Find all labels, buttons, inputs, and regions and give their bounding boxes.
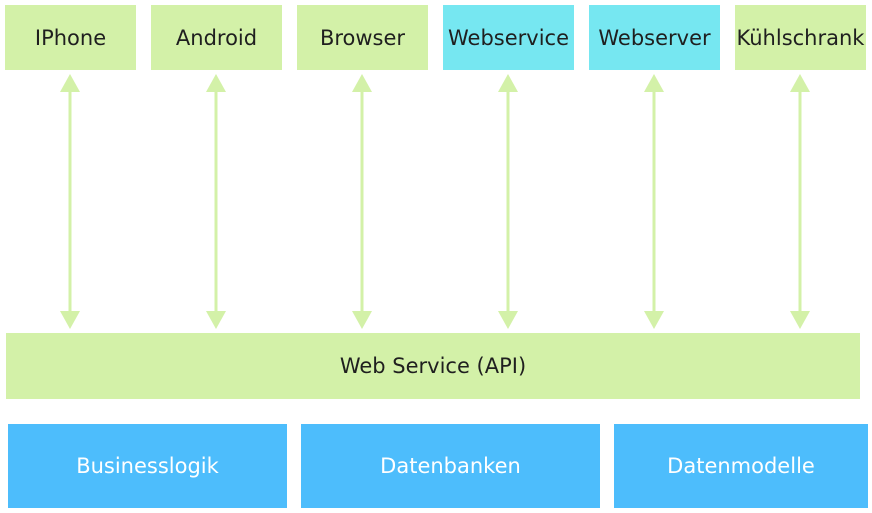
client-box-webserver: Webserver: [589, 5, 720, 70]
client-box-webservice: Webservice: [443, 5, 574, 70]
arrow-webserver: [644, 74, 664, 329]
client-box-kuehlschrank: Kühlschrank: [735, 5, 866, 70]
arrow-iphone: [60, 74, 80, 329]
client-box-browser: Browser: [297, 5, 428, 70]
arrow-kuehlschrank: [790, 74, 810, 329]
backend-box-datenmodelle: Datenmodelle: [614, 424, 868, 508]
arrow-webservice: [498, 74, 518, 329]
arrow-browser: [352, 74, 372, 329]
arrow-android: [206, 74, 226, 329]
client-box-iphone: IPhone: [5, 5, 136, 70]
web-service-api-bar: Web Service (API): [6, 333, 860, 399]
backend-box-datenbanken: Datenbanken: [301, 424, 600, 508]
client-box-android: Android: [151, 5, 282, 70]
backend-box-businesslogik: Businesslogik: [8, 424, 287, 508]
